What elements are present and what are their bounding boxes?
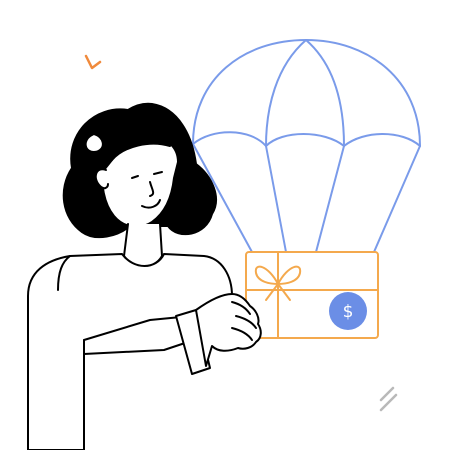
- hand: [195, 293, 262, 367]
- cuff: [175, 309, 211, 375]
- currency-symbol: $: [343, 302, 354, 322]
- parachute-icon: [192, 39, 421, 253]
- decorative-accent-top: [84, 54, 102, 70]
- dollar-coin-icon: $: [329, 292, 367, 330]
- woman-figure: [27, 102, 262, 450]
- decorative-accent-bottom: [379, 386, 398, 412]
- gift-card-icon: [245, 251, 379, 339]
